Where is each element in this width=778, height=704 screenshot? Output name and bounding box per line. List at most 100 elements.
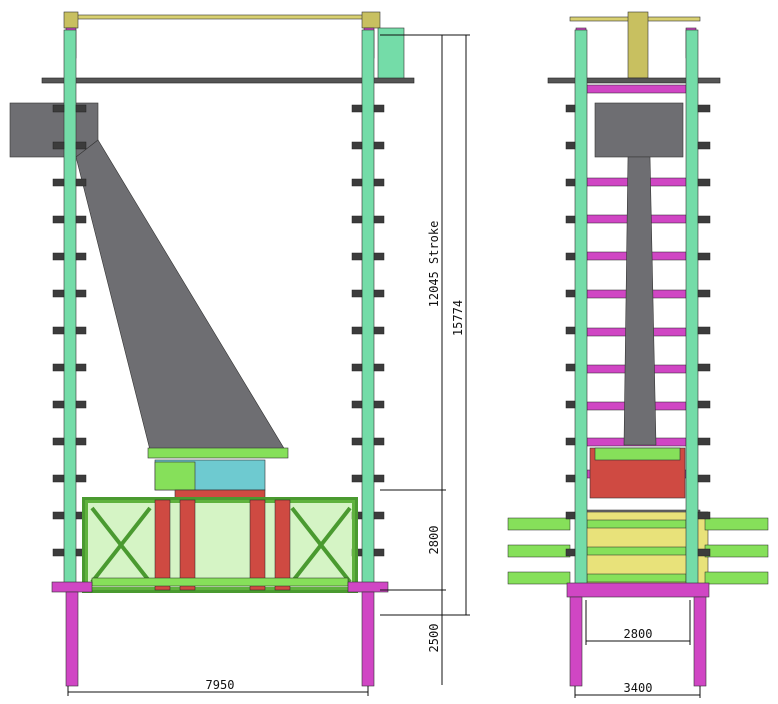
column-cleat: [75, 326, 87, 335]
column-cleat: [373, 474, 385, 483]
column-cleat: [697, 326, 711, 335]
column-cleat: [373, 141, 385, 150]
column-cleat: [697, 289, 711, 298]
column-cleat: [565, 326, 576, 335]
column-cleat: [565, 141, 576, 150]
crossbar: [586, 84, 687, 94]
outrigger-beam: [586, 519, 687, 529]
column-cleat: [565, 474, 576, 483]
column-cleat: [52, 104, 65, 113]
column-cleat: [75, 104, 87, 113]
dim-side-width: 7950: [206, 678, 235, 692]
lower-frame-fill: [85, 500, 355, 590]
front-motor: [627, 11, 649, 79]
column-cleat: [565, 215, 576, 224]
column-cleat: [52, 474, 65, 483]
column-cleat: [697, 178, 711, 187]
column-cleat: [697, 141, 711, 150]
column-cleat: [351, 326, 363, 335]
outrigger-beam: [586, 573, 687, 583]
column-cleat: [565, 178, 576, 187]
column-cleat: [52, 400, 65, 409]
column-cleat: [565, 252, 576, 261]
outrigger-beam: [586, 546, 687, 556]
column-cleat: [351, 252, 363, 261]
front-column-right: [685, 29, 699, 591]
column-cleat: [351, 141, 363, 150]
column-cleat: [697, 548, 711, 557]
column-cleat: [373, 252, 385, 261]
column-cleat: [373, 326, 385, 335]
column-cleat: [373, 178, 385, 187]
column-cleat: [697, 511, 711, 520]
column-cleat: [697, 215, 711, 224]
column-cleat: [52, 511, 65, 520]
front-top-platform: [547, 77, 721, 84]
dim-front-outer-width: 3400: [624, 681, 653, 695]
column-cleat: [697, 400, 711, 409]
top-platform: [41, 77, 415, 84]
outrigger-arm: [704, 517, 769, 531]
leg-platform-left: [51, 581, 93, 593]
column-cleat: [75, 363, 87, 372]
dimension-lines: 12045 Stroke 15774 2800 2500 7950 2800 3…: [67, 34, 701, 698]
column-cleat: [75, 178, 87, 187]
dim-total-height: 15774: [451, 300, 465, 336]
column-cleat: [697, 363, 711, 372]
column-cleat: [75, 252, 87, 261]
column-cleat: [565, 511, 576, 520]
clamp-column: [154, 499, 171, 591]
column-cleat: [52, 141, 65, 150]
front-leg-right: [693, 596, 707, 687]
column-cleat: [351, 215, 363, 224]
arm-base-plate: [147, 447, 289, 459]
front-view: [507, 11, 769, 687]
column-cleat: [52, 178, 65, 187]
column-cleat: [565, 363, 576, 372]
column-cleat: [52, 437, 65, 446]
column-cleat: [351, 104, 363, 113]
column-cleat: [75, 437, 87, 446]
column-cleat: [373, 289, 385, 298]
column-cleat: [75, 289, 87, 298]
clamp-column: [249, 499, 266, 591]
column-cleat: [75, 141, 87, 150]
column-cleat: [373, 511, 385, 520]
column-cleat: [351, 289, 363, 298]
side-view: [9, 11, 415, 687]
clamp-column: [179, 499, 196, 591]
outrigger-arm: [704, 544, 769, 558]
motor-bracket: [377, 27, 405, 81]
column-cleat: [565, 289, 576, 298]
column-cleat: [75, 215, 87, 224]
front-leg-platform: [566, 582, 710, 598]
top-tie-bar: [69, 14, 376, 20]
dim-front-inner-width: 2800: [624, 627, 653, 641]
dim-stroke: 12045 Stroke: [427, 221, 441, 308]
lower-frame: [82, 497, 358, 593]
clamp-column: [274, 499, 291, 591]
column-cleat: [697, 252, 711, 261]
dim-frame-height: 2800: [427, 526, 441, 555]
column-cleat: [565, 400, 576, 409]
column-cleat: [565, 104, 576, 113]
column-cleat: [565, 548, 576, 557]
column-left: [63, 29, 77, 591]
column-cleat: [373, 104, 385, 113]
column-cleat: [75, 400, 87, 409]
column-cleat: [351, 363, 363, 372]
front-column-left: [574, 29, 588, 591]
column-cleat: [697, 104, 711, 113]
top-gearbox-right: [361, 11, 381, 29]
column-cleat: [52, 215, 65, 224]
front-gray-head: [594, 102, 684, 158]
column-cleat: [565, 437, 576, 446]
outrigger-arm: [704, 571, 769, 585]
lower-crossbeam: [91, 577, 349, 587]
dim-leg-height: 2500: [427, 624, 441, 653]
column-cleat: [351, 400, 363, 409]
outrigger-arm: [507, 571, 571, 585]
truss-brace: [290, 506, 352, 584]
column-cleat: [52, 326, 65, 335]
